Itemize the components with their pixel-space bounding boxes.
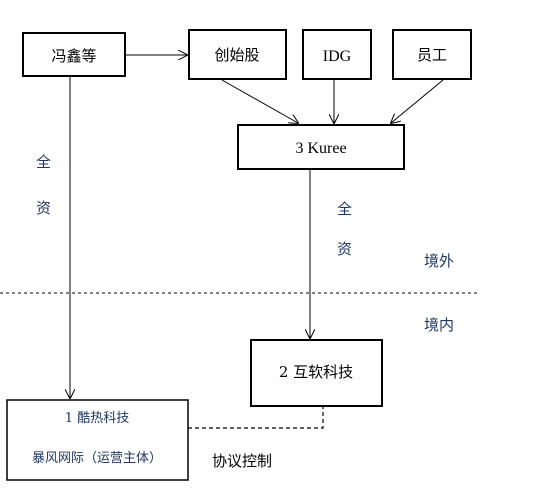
node-hurun: 2 互软科技	[250, 339, 383, 407]
node-kuree: 3 Kuree	[237, 124, 405, 170]
node-employees-label: 员工	[417, 46, 447, 64]
node-kure-tech: 1 酷热科技 暴风网际（运营主体）	[6, 399, 189, 481]
node-hurun-label: 2 互软科技	[279, 363, 353, 381]
full-ownership-left-char2: 资	[36, 199, 51, 217]
node-idg: IDG	[302, 29, 372, 80]
node-fengxin: 冯鑫等	[22, 32, 126, 77]
node-kure-tech-line2: 暴风网际（运营主体）	[32, 451, 162, 466]
node-employees: 员工	[392, 29, 472, 80]
agreement-control-line	[188, 406, 324, 429]
node-idg-label: IDG	[323, 48, 352, 65]
node-founder-shares: 创始股	[188, 29, 287, 80]
onshore-label: 境内	[424, 316, 454, 334]
full-ownership-right-char2: 资	[337, 240, 352, 258]
agreement-control-label: 协议控制	[212, 452, 272, 470]
full-ownership-left-char1: 全	[36, 153, 51, 171]
node-fengxin-label: 冯鑫等	[51, 47, 96, 65]
arrow-employees-to-kuree	[391, 79, 444, 123]
node-kure-tech-line1: 1 酷热科技	[65, 411, 129, 426]
full-ownership-right-char1: 全	[337, 200, 352, 218]
arrow-founder-to-kuree	[221, 79, 298, 123]
offshore-label: 境外	[424, 252, 454, 270]
node-kuree-label: 3 Kuree	[295, 140, 346, 157]
node-founder-shares-label: 创始股	[214, 46, 259, 64]
